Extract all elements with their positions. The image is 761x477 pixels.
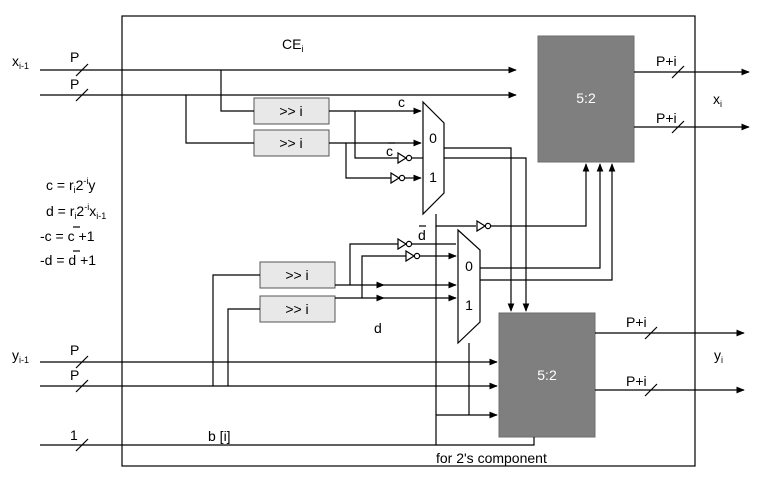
cell-title: CEi [282,36,303,54]
equation-c: c = ri2-iy [46,176,95,195]
shifter-2-label: >> i [279,135,302,151]
inverter-bubble [405,154,413,162]
wire-tap-1 [220,70,254,112]
output-x-label: xi [713,91,722,109]
compressor-top-label: 5:2 [576,90,596,106]
output-y-label: yi [714,347,723,365]
bus-slash [75,355,89,369]
inverter-bubble [405,240,413,248]
inverter-bubble [484,222,492,230]
mux-bottom-in1-label: 1 [465,297,473,313]
x-out-1-width: P+i [656,53,677,69]
inverter-sel [476,219,487,233]
signal-c-bar-label: c [386,143,393,159]
compressor-bottom-label: 5:2 [537,367,557,383]
inverter-c [397,151,408,165]
shifter-3-label: >> i [285,267,308,283]
wire-tap-2 [185,95,254,144]
wire-sel-top [435,214,476,227]
equation-d: d = ri2-ixi-1 [46,202,106,221]
bus-slash [671,120,685,134]
wire-tap-3 [212,274,260,386]
signal-d-bar-label: d [418,227,426,243]
shifter-1-label: >> i [279,103,302,119]
signal-b-label: b [i] [208,428,231,444]
wire-tap-4 [227,308,260,386]
wire-sel-to-compressor [491,163,590,227]
compressor-top [537,35,635,163]
signal-c-label: c [398,94,405,110]
mux-bottom-in0-label: 0 [465,258,473,274]
bus-slash [75,438,89,452]
bus-slash [75,379,89,393]
bus-slash [671,65,685,79]
mux-top [422,100,445,216]
x-bus-1-width: P [70,49,79,65]
note-2s-component: for 2's component [436,450,547,466]
bus-slash [75,88,89,102]
bus-slash [75,63,89,77]
b-width: 1 [70,427,78,443]
inverter-2 [390,171,401,185]
wire-mux-bottom-out-b [480,163,616,281]
compressor-bottom [498,312,596,438]
bus-slash [644,326,658,340]
x-out-2-width: P+i [656,110,677,126]
y-bus-2-width: P [70,367,79,383]
input-y-label: yi-1 [12,347,29,365]
signal-d-label: d [374,320,382,336]
equation-neg-d: -d = d +1 [40,252,96,268]
wire-to-inv-2 [345,143,391,179]
bus-slash [644,383,658,397]
shifter-4-label: >> i [285,301,308,317]
y-out-1-width: P+i [626,314,647,330]
mux-bottom [457,228,481,345]
inverter-4 [405,249,416,263]
input-x-label: xi-1 [12,53,29,71]
cell-boundary [121,15,696,467]
wire-mux-bottom-out-a [480,163,604,269]
inverter-bubble [398,174,406,182]
wire-mux-top-out-b [444,157,530,312]
inverter-d [397,237,408,251]
wire-to-inv-4 [361,255,406,298]
mux-top-in0-label: 0 [429,130,437,146]
equation-neg-c: -c = c +1 [40,228,95,244]
y-out-2-width: P+i [626,373,647,389]
wire-to-inv-d [349,243,398,285]
y-bus-1-width: P [70,342,79,358]
wire-mux-top-out-a [444,147,515,312]
inverter-bubble [413,252,421,260]
mux-top-in1-label: 1 [429,169,437,185]
wire-b-to-compressor [436,437,535,446]
x-bus-2-width: P [70,76,79,92]
wire-to-inv-c [354,111,398,159]
